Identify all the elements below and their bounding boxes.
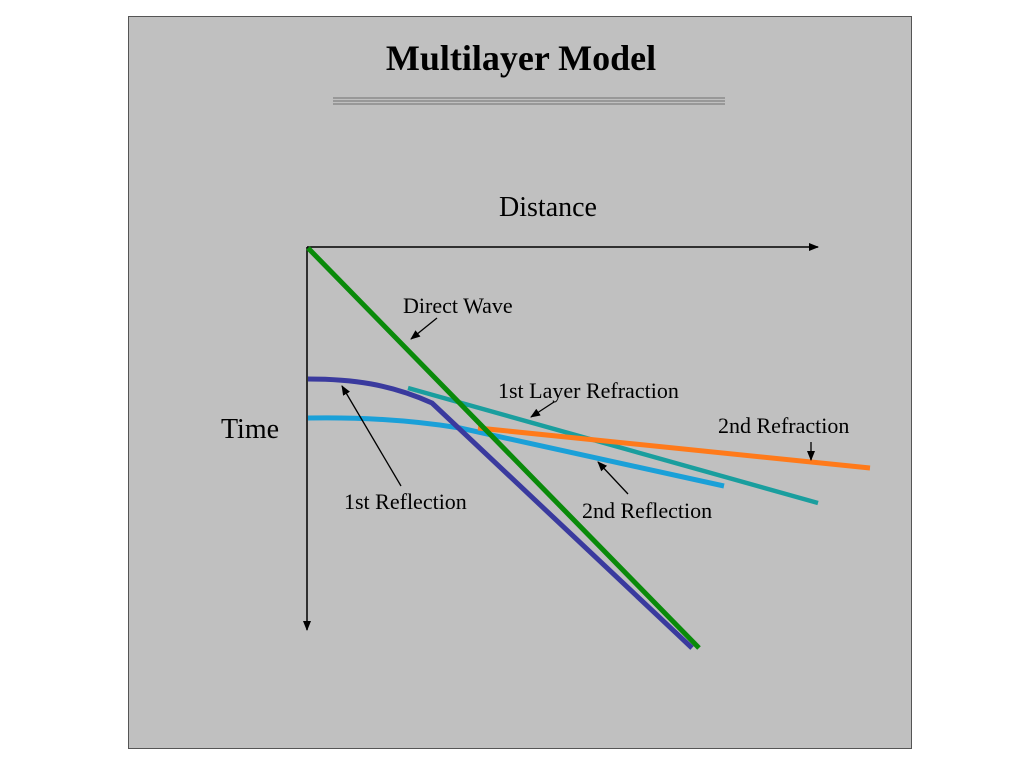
second-reflection-label: 2nd Reflection: [582, 498, 712, 523]
first-layer-refraction-line: [407, 385, 819, 506]
second-reflection-curve: [307, 415, 725, 489]
first-reflection-pointer: [341, 385, 402, 487]
y-axis-label: Time: [221, 414, 279, 445]
second-refraction-line: [477, 425, 871, 471]
first-layer-refraction-pointer: [530, 401, 555, 418]
x-axis-label: Distance: [499, 192, 597, 223]
slide: Multilayer Model: [128, 16, 912, 749]
first-layer-refraction-label: 1st Layer Refraction: [498, 378, 679, 403]
title-underline: [333, 97, 725, 105]
second-refraction-label: 2nd Refraction: [718, 413, 849, 438]
first-reflection-label: 1st Reflection: [344, 489, 467, 514]
direct-wave-line: [306, 246, 701, 650]
direct-wave-label: Direct Wave: [403, 293, 513, 318]
first-reflection-curve: [307, 376, 694, 650]
slide-title: Multilayer Model: [385, 38, 657, 78]
direct-wave-pointer: [410, 317, 438, 340]
second-reflection-pointer: [597, 461, 629, 495]
